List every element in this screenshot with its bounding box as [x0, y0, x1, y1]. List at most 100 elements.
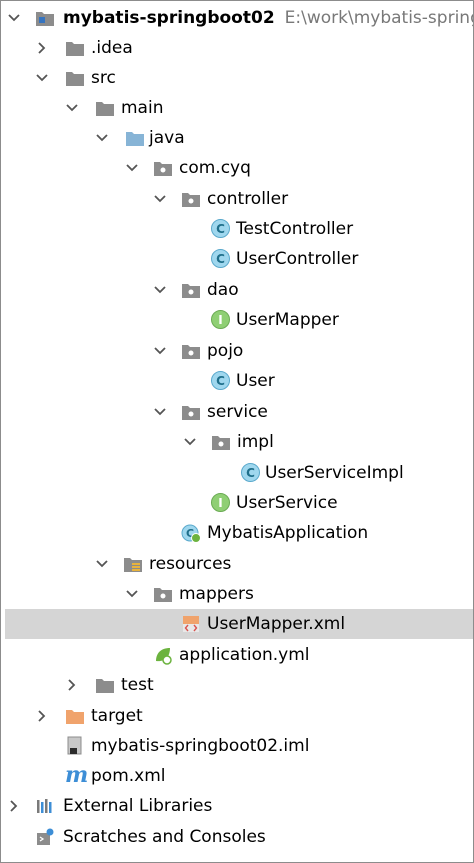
- tree-label: UserMapper.xml: [207, 614, 346, 634]
- tree-label: pom.xml: [91, 766, 166, 786]
- tree-node-test[interactable]: test: [1, 670, 473, 700]
- folder-icon: [66, 72, 84, 86]
- tree-node-pojo[interactable]: pojo: [1, 336, 473, 366]
- tree-label: External Libraries: [63, 796, 213, 816]
- chevron-right-icon[interactable]: [7, 799, 21, 813]
- tree-label: .idea: [91, 38, 133, 58]
- tree-node-main[interactable]: main: [1, 93, 473, 123]
- tree-node-external-libraries[interactable]: External Libraries: [1, 791, 473, 821]
- tree-node-dao[interactable]: dao: [1, 275, 473, 305]
- package-icon: [182, 345, 200, 359]
- tree-node-controller[interactable]: controller: [1, 184, 473, 214]
- source-folder-icon: [126, 132, 144, 146]
- package-icon: [182, 193, 200, 207]
- tree-node-user-mapper-xml[interactable]: UserMapper.xml: [5, 609, 473, 639]
- tree-node-impl[interactable]: impl: [1, 427, 473, 457]
- chevron-down-icon[interactable]: [153, 192, 167, 206]
- chevron-down-icon[interactable]: [95, 557, 109, 571]
- tree-label: resources: [149, 554, 232, 574]
- tree-label: java: [149, 128, 185, 148]
- tree-node-test-controller[interactable]: C TestController: [1, 214, 473, 244]
- tree-label: MybatisApplication: [207, 523, 369, 543]
- tree-label: UserController: [236, 249, 359, 269]
- tree-node-src[interactable]: src: [1, 63, 473, 93]
- package-icon: [182, 284, 200, 298]
- chevron-down-icon[interactable]: [183, 435, 197, 449]
- tree-label: service: [207, 402, 268, 422]
- module-folder-icon: [36, 12, 54, 26]
- tree-node-user[interactable]: C User: [1, 366, 473, 396]
- spring-boot-class-icon: C: [181, 524, 201, 543]
- tree-node-service[interactable]: service: [1, 397, 473, 427]
- tree-label: controller: [207, 189, 289, 209]
- tree-node-idea[interactable]: .idea: [1, 33, 473, 63]
- tree-label: com.cyq: [179, 158, 251, 178]
- class-icon: C: [211, 219, 230, 238]
- tree-label: test: [121, 675, 154, 695]
- resources-folder-icon: [124, 558, 142, 572]
- tree-node-scratches[interactable]: Scratches and Consoles: [1, 822, 473, 852]
- package-icon: [154, 162, 172, 176]
- tree-node-mybatis-application[interactable]: C MybatisApplication: [1, 518, 473, 548]
- chevron-down-icon[interactable]: [153, 344, 167, 358]
- chevron-down-icon[interactable]: [35, 71, 49, 85]
- tree-label: main: [121, 98, 164, 118]
- tree-node-root[interactable]: mybatis-springboot02 E:\work\mybatis-spri…: [1, 3, 473, 33]
- spring-config-icon: [156, 648, 172, 665]
- tree-node-application-yml[interactable]: application.yml: [1, 640, 473, 670]
- tree-node-pom[interactable]: m pom.xml: [1, 761, 473, 791]
- tree-label: application.yml: [179, 645, 310, 665]
- tree-label: UserService: [236, 493, 338, 513]
- tree-label: dao: [207, 280, 239, 300]
- tree-node-target[interactable]: target: [1, 701, 473, 731]
- tree-label: UserServiceImpl: [265, 463, 404, 483]
- chevron-down-icon[interactable]: [125, 161, 139, 175]
- maven-icon: m: [65, 762, 89, 788]
- interface-icon: I: [211, 493, 230, 512]
- chevron-down-icon[interactable]: [95, 131, 109, 145]
- chevron-down-icon[interactable]: [125, 587, 139, 601]
- chevron-down-icon[interactable]: [65, 101, 79, 115]
- class-icon: C: [211, 249, 230, 268]
- xml-file-icon: [183, 616, 199, 632]
- package-icon: [212, 436, 230, 450]
- libraries-icon: [37, 799, 52, 813]
- package-icon: [182, 406, 200, 420]
- chevron-right-icon[interactable]: [35, 41, 49, 55]
- folder-icon: [96, 102, 114, 116]
- tree-node-mappers[interactable]: mappers: [1, 579, 473, 609]
- tree-label: target: [91, 706, 143, 726]
- tree-label: impl: [237, 432, 274, 452]
- tree-label: Scratches and Consoles: [63, 827, 266, 847]
- interface-icon: I: [211, 310, 230, 329]
- chevron-down-icon[interactable]: [153, 405, 167, 419]
- tree-label: UserMapper: [236, 310, 339, 330]
- chevron-right-icon[interactable]: [65, 678, 79, 692]
- tree-node-user-service[interactable]: I UserService: [1, 488, 473, 518]
- chevron-right-icon[interactable]: [35, 709, 49, 723]
- tree-node-user-controller[interactable]: C UserController: [1, 244, 473, 274]
- tree-label: src: [91, 68, 116, 88]
- svg-text:C: C: [186, 527, 194, 540]
- tree-label: User: [236, 371, 275, 391]
- folder-icon: [66, 42, 84, 56]
- chevron-down-icon[interactable]: [153, 283, 167, 297]
- tree-node-user-service-impl[interactable]: C UserServiceImpl: [1, 458, 473, 488]
- root-name: mybatis-springboot02: [63, 8, 275, 28]
- tree-node-user-mapper[interactable]: I UserMapper: [1, 305, 473, 335]
- scratches-icon: [37, 828, 54, 845]
- tree-label: mybatis-springboot02.iml: [91, 736, 310, 756]
- module-file-icon: [67, 736, 82, 755]
- class-icon: C: [241, 463, 260, 482]
- tree-node-java[interactable]: java: [1, 123, 473, 153]
- tree-label: TestController: [236, 219, 354, 239]
- folder-icon: [154, 588, 172, 602]
- tree-node-resources[interactable]: resources: [1, 549, 473, 579]
- excluded-folder-icon: [66, 710, 84, 724]
- tree-label: mappers: [179, 584, 254, 604]
- tree-node-iml[interactable]: mybatis-springboot02.iml: [1, 731, 473, 761]
- root-path: E:\work\mybatis-springb: [284, 8, 474, 28]
- tree-node-package[interactable]: com.cyq: [1, 153, 473, 183]
- folder-icon: [96, 679, 114, 693]
- chevron-down-icon[interactable]: [7, 11, 21, 25]
